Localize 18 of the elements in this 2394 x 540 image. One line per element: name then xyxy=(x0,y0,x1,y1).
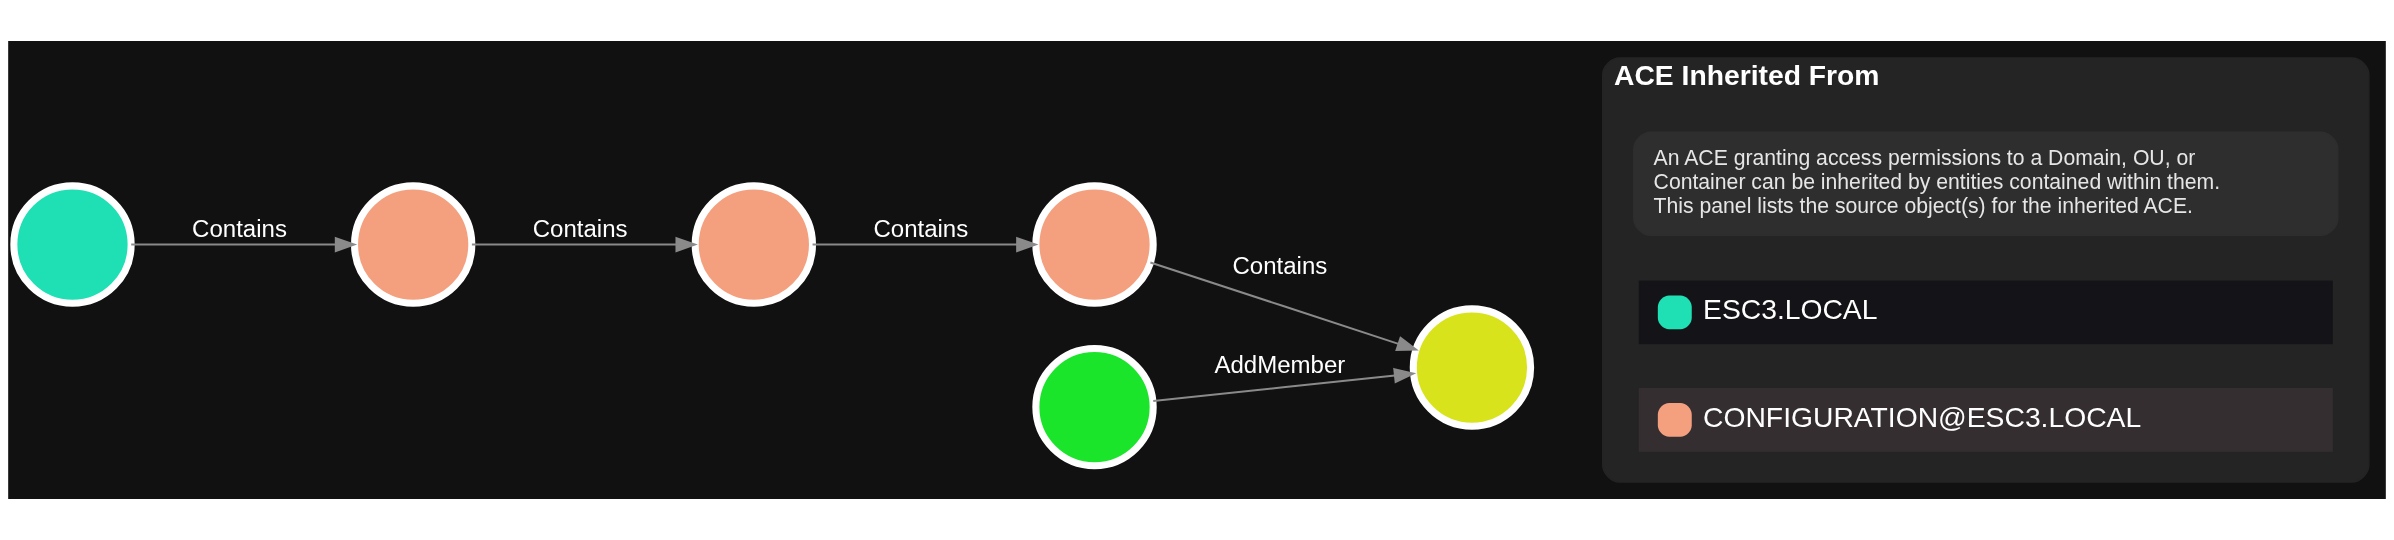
arrow xyxy=(811,236,1039,253)
node-circle xyxy=(1032,344,1157,470)
arrow xyxy=(130,236,358,253)
edge-label: Contains xyxy=(873,214,969,242)
edge-label: Contains xyxy=(1232,251,1328,279)
node-box: CONFIGURATION@ESC3.LOCAL xyxy=(1638,388,2333,452)
edge-label: AddMember xyxy=(1214,350,1346,378)
node-box: ESC3.LOCAL xyxy=(1638,280,2333,345)
arrow xyxy=(1152,367,1417,403)
node-circle xyxy=(350,182,476,307)
arrow xyxy=(470,236,698,253)
node-circle xyxy=(1032,182,1157,307)
node-circle xyxy=(10,182,135,307)
node-circle xyxy=(1409,305,1535,430)
node-circle xyxy=(691,182,817,307)
arrow xyxy=(1149,261,1419,352)
edge-label: Contains xyxy=(532,214,628,242)
edge-label: Contains xyxy=(192,214,287,242)
